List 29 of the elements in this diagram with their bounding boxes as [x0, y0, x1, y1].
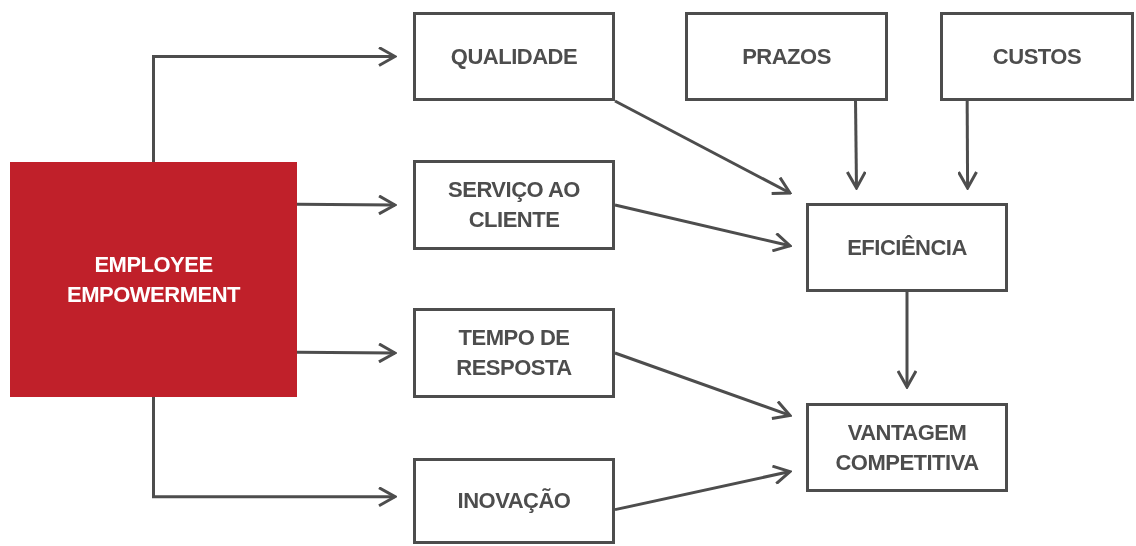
node-label: TEMPO DE RESPOSTA: [455, 324, 573, 382]
node-label: PRAZOS: [742, 42, 831, 71]
node-label: EFICIÊNCIA: [847, 233, 967, 262]
arrow: [152, 397, 397, 508]
process-box: [806, 403, 1008, 492]
node-label: CUSTOS: [992, 42, 1082, 71]
arrow: [614, 203, 792, 253]
arrow: [614, 464, 792, 512]
process-box: [940, 12, 1134, 101]
highlight-box: [10, 162, 297, 397]
arrow: [614, 351, 792, 421]
arrow: [152, 46, 397, 162]
node-label: INOVAÇÃO: [457, 487, 571, 515]
node-label: QUALIDADE: [450, 42, 578, 71]
arrow: [297, 342, 397, 364]
process-box: [413, 160, 615, 250]
process-box: [806, 203, 1008, 292]
node-label: SERVIÇO AO CLIENTE: [447, 176, 581, 234]
process-box: [413, 308, 615, 398]
process-box: [685, 12, 888, 101]
arrow: [614, 99, 792, 195]
arrow: [957, 101, 978, 190]
arrow: [297, 194, 397, 216]
arrow: [845, 101, 867, 190]
process-box: [413, 12, 615, 101]
node-label: EMPLOYEE EMPOWERMENT: [66, 250, 242, 309]
node-label: VANTAGEM COMPETITIVA: [834, 418, 980, 477]
arrow: [896, 292, 918, 389]
process-box: [413, 458, 615, 544]
